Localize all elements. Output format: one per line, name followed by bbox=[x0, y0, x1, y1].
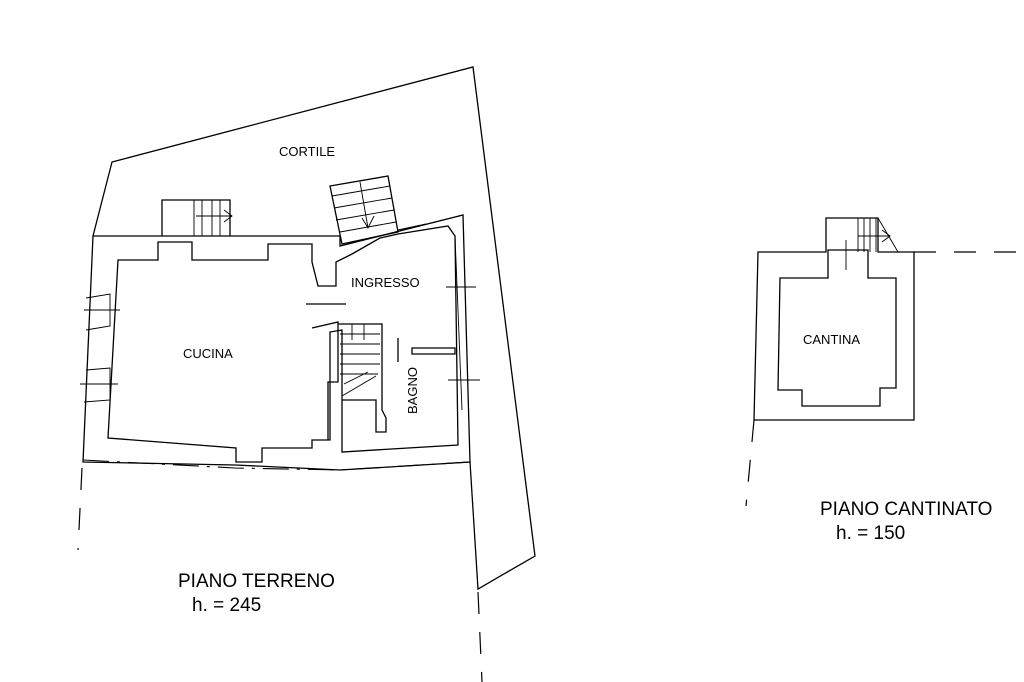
room-label-bagno: BAGNO bbox=[405, 367, 420, 414]
room-label-ingresso: INGRESSO bbox=[351, 275, 420, 290]
ground-floor-plan: CORTILE INGRESSO CUCINA BAGNO PIANO TERR… bbox=[77, 66, 536, 682]
entrance-stair bbox=[329, 175, 399, 245]
ground-floor-height: h. = 245 bbox=[192, 595, 261, 616]
right-wall-inner bbox=[454, 235, 463, 411]
courtyard-outline bbox=[92, 66, 536, 591]
ground-property-line bbox=[82, 459, 471, 471]
basement-stair-arrow bbox=[858, 229, 891, 243]
basement-height: h. = 150 bbox=[836, 523, 905, 544]
right-dashed-line bbox=[477, 591, 483, 682]
basement-inner-wall bbox=[777, 249, 897, 407]
bathroom-partition bbox=[411, 347, 456, 355]
entrance-stair-arrow bbox=[359, 181, 375, 229]
left-dashed-line bbox=[77, 467, 83, 551]
entrance-stair-treads bbox=[331, 185, 397, 233]
inner-stair-wall bbox=[311, 321, 339, 440]
basement-outer-wall bbox=[753, 217, 915, 421]
basement-title: PIANO CANTINATO bbox=[820, 499, 992, 520]
ground-floor-title: PIANO TERRENO bbox=[178, 571, 335, 592]
external-steps-left-arrow bbox=[196, 209, 233, 223]
ground-floor-inner-wall bbox=[107, 225, 459, 463]
room-label-cucina: CUCINA bbox=[183, 346, 233, 361]
ground-floor-outer-wall bbox=[82, 214, 471, 471]
room-label-cortile: CORTILE bbox=[279, 144, 335, 159]
basement-stair-treads bbox=[857, 217, 899, 253]
internal-stair-diagonal bbox=[341, 371, 377, 397]
room-label-cantina: CANTINA bbox=[803, 332, 860, 347]
external-steps-left-treads bbox=[193, 200, 221, 236]
basement-vertical-dash bbox=[745, 419, 755, 507]
entrance-threshold bbox=[397, 223, 427, 231]
stair-enclosure bbox=[338, 323, 387, 433]
basement-plan: CANTINA PIANO CANTINATO h. = 150 bbox=[745, 217, 1024, 544]
internal-stair-treads bbox=[340, 324, 380, 375]
